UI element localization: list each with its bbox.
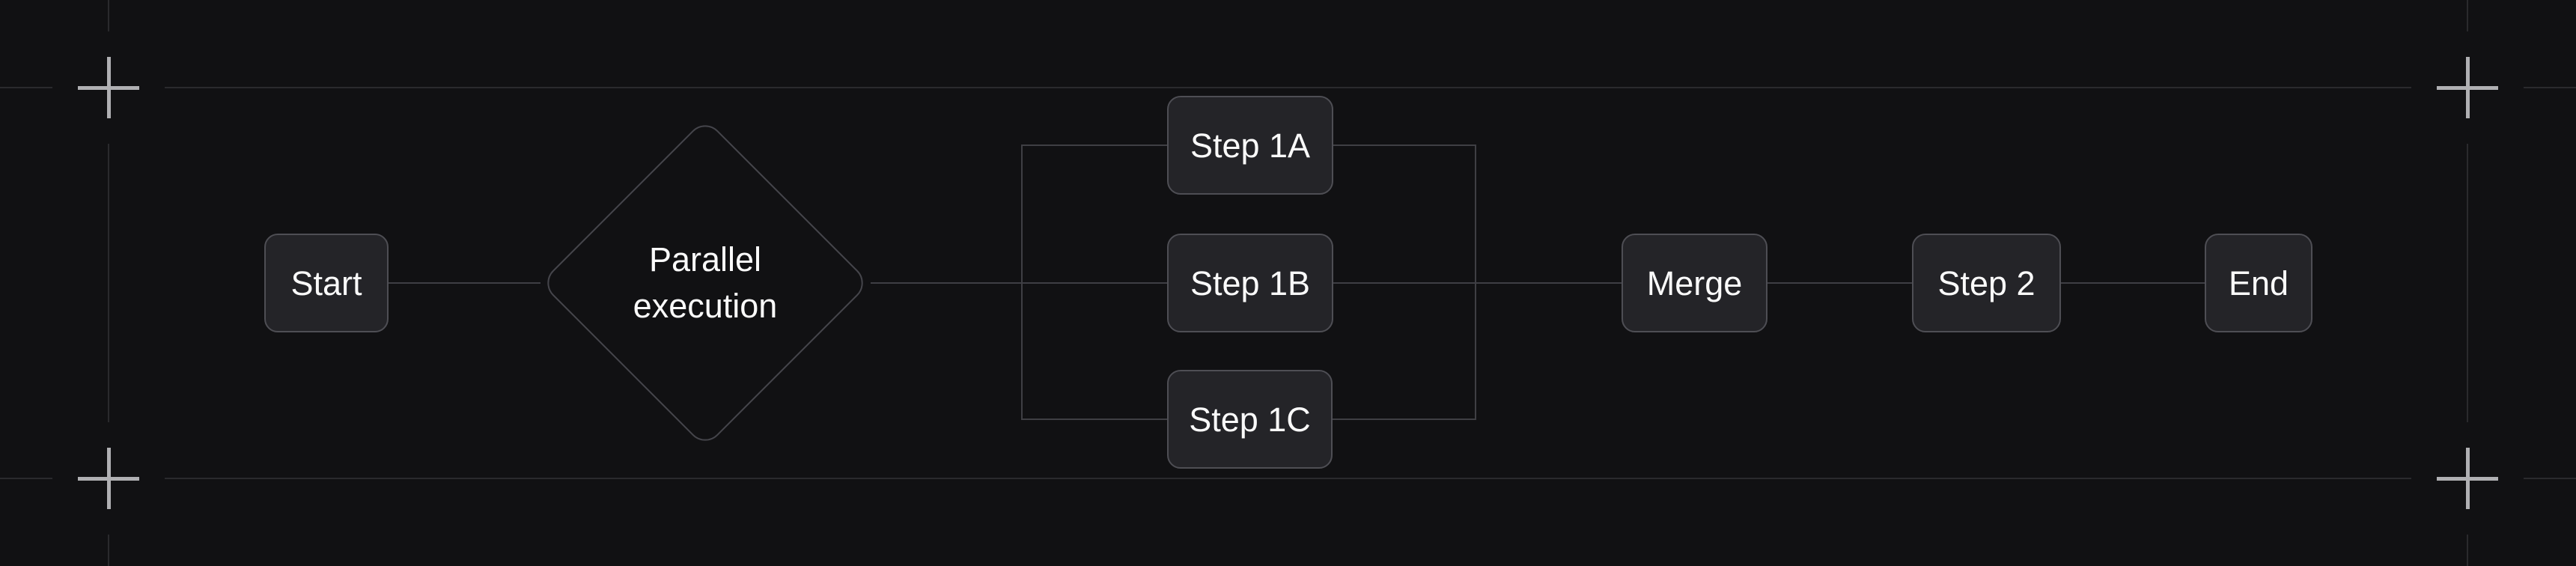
frame-guide-horizontal: [0, 478, 2576, 479]
node-end[interactable]: End: [2205, 234, 2312, 332]
node-label: Start: [290, 264, 362, 302]
crosshair-vertical-bar: [2465, 57, 2470, 118]
crosshair-vertical-bar: [106, 448, 111, 509]
node-step-2[interactable]: Step 2: [1912, 234, 2061, 332]
edge-step-1b-to-merge: [1333, 282, 1622, 284]
edge-parallel-to-step-1b: [871, 282, 1167, 284]
edge-merge-rail: [1475, 144, 1476, 420]
corner-crosshair-marker: [2437, 448, 2498, 509]
node-label: End: [2228, 264, 2289, 302]
node-label: Step 1B: [1190, 264, 1311, 302]
edge-step-2-to-end: [2061, 282, 2205, 284]
node-start[interactable]: Start: [264, 234, 389, 332]
node-label: Parallel execution: [615, 231, 795, 335]
corner-crosshair-marker: [78, 448, 139, 509]
crosshair-vertical-bar: [106, 57, 111, 118]
crosshair-vertical-bar: [2465, 448, 2470, 509]
corner-crosshair-marker: [2437, 57, 2498, 118]
node-merge[interactable]: Merge: [1622, 234, 1767, 332]
node-label-text: Parallel execution: [633, 240, 778, 325]
node-label: Step 1C: [1189, 400, 1311, 439]
edge-start-to-parallel: [389, 282, 541, 284]
node-step-1c[interactable]: Step 1C: [1167, 370, 1333, 469]
edge-merge-to-step-2: [1767, 282, 1912, 284]
node-step-1b[interactable]: Step 1B: [1167, 234, 1333, 332]
frame-guide-vertical: [2467, 0, 2468, 566]
node-label: Step 2: [1937, 264, 2035, 302]
node-label: Step 1A: [1190, 126, 1311, 165]
edge-split-rail: [1021, 144, 1023, 420]
node-step-1a[interactable]: Step 1A: [1167, 96, 1333, 195]
node-label: Merge: [1646, 264, 1743, 302]
node-parallel-execution[interactable]: Parallel execution: [540, 118, 871, 448]
corner-crosshair-marker: [78, 57, 139, 118]
frame-guide-horizontal: [0, 87, 2576, 88]
edge-step-1c-to-merge-rail: [1333, 419, 1476, 420]
edge-step-1a-to-merge-rail: [1333, 144, 1476, 146]
edge-split-to-step-1a: [1022, 144, 1167, 146]
edge-split-to-step-1c: [1022, 419, 1167, 420]
frame-guide-vertical: [108, 0, 109, 566]
